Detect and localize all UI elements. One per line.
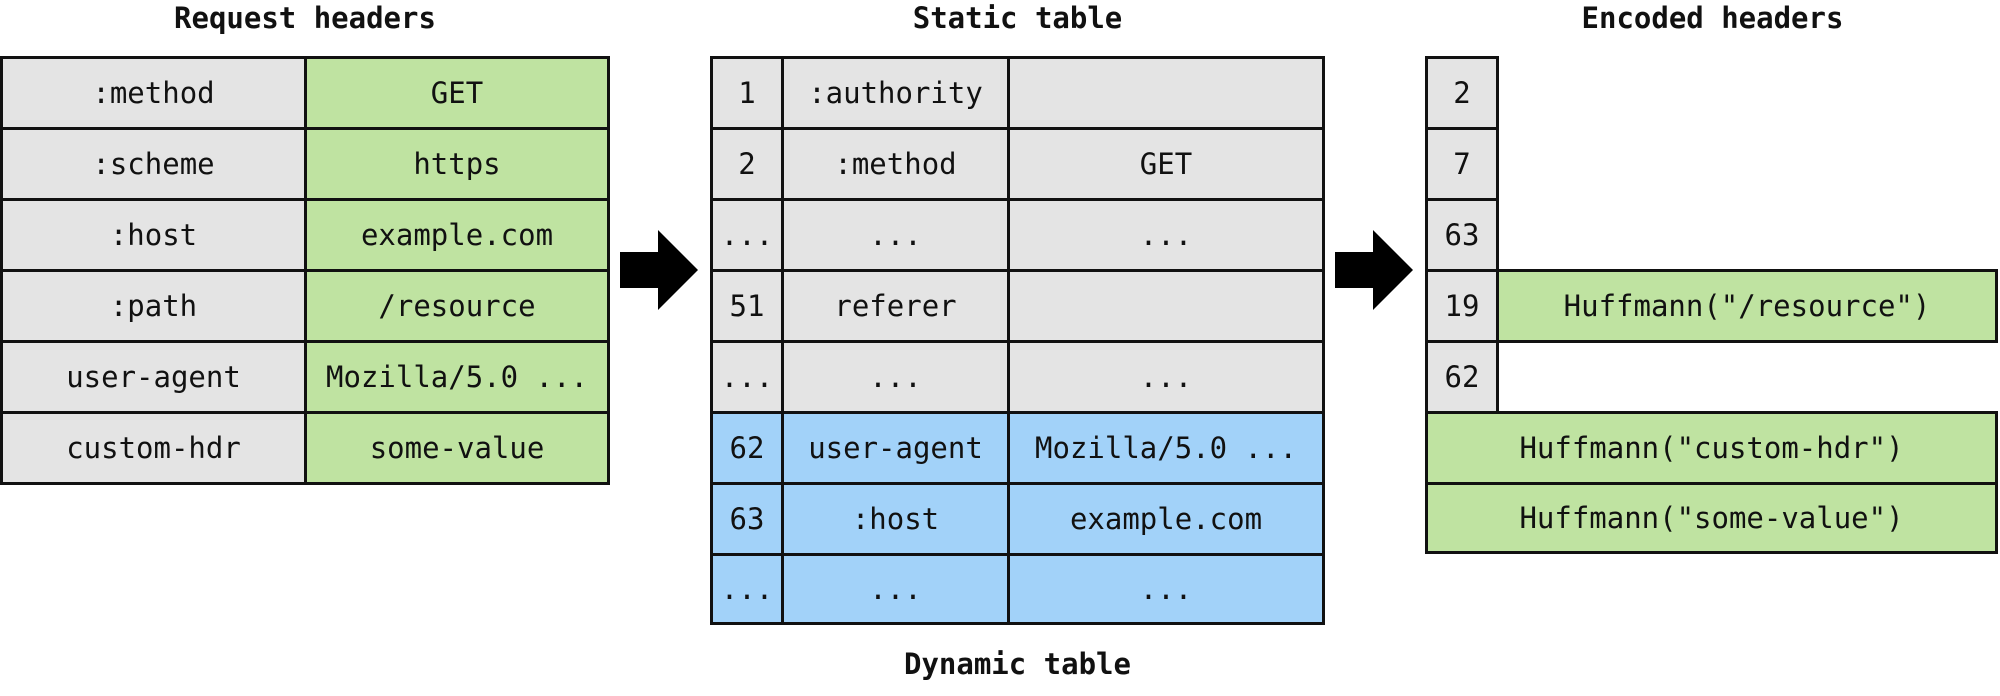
dynamic-table-value: example.com: [1007, 482, 1325, 556]
static-table-name: ...: [781, 198, 1010, 272]
static-table-value: GET: [1007, 127, 1325, 201]
encoded-index: 2: [1425, 56, 1499, 130]
request-header-value: /resource: [304, 269, 610, 343]
dynamic-table-name: :host: [781, 482, 1010, 556]
request-headers-title: Request headers: [174, 1, 436, 35]
request-header-value: some-value: [304, 411, 610, 485]
static-table-value: ...: [1007, 198, 1325, 272]
static-table-value: [1007, 56, 1325, 130]
static-table-name: :authority: [781, 56, 1010, 130]
dynamic-table-title: Dynamic table: [904, 647, 1131, 681]
dynamic-table-index: 62: [710, 411, 784, 485]
encoded-headers-title: Encoded headers: [1581, 1, 1844, 35]
static-table-value: [1007, 269, 1325, 343]
dynamic-table-name: ...: [781, 553, 1010, 625]
request-header-name: custom-hdr: [0, 411, 307, 485]
encoded-huffman-custom-value: Huffmann("some-value"): [1425, 482, 1998, 554]
request-header-name: :method: [0, 56, 307, 130]
request-header-value: GET: [304, 56, 610, 130]
dynamic-table-index: ...: [710, 553, 784, 625]
dynamic-table-value: Mozilla/5.0 ...: [1007, 411, 1325, 485]
request-header-value: Mozilla/5.0 ...: [304, 340, 610, 414]
static-table-title: Static table: [912, 1, 1123, 35]
encoded-huffman-custom-name: Huffmann("custom-hdr"): [1425, 411, 1998, 485]
request-header-name: :path: [0, 269, 307, 343]
static-table-index: 1: [710, 56, 784, 130]
static-table-name: ...: [781, 340, 1010, 414]
static-table-value: ...: [1007, 340, 1325, 414]
encoded-index: 7: [1425, 127, 1499, 201]
encoded-index: 19: [1425, 269, 1499, 343]
encoded-index: 62: [1425, 340, 1499, 414]
static-table-name: :method: [781, 127, 1010, 201]
static-table-name: referer: [781, 269, 1010, 343]
static-table-index: 2: [710, 127, 784, 201]
dynamic-table-index: 63: [710, 482, 784, 556]
static-table-index: 51: [710, 269, 784, 343]
static-table-index: ...: [710, 198, 784, 272]
request-header-name: :host: [0, 198, 307, 272]
encoded-index: 63: [1425, 198, 1499, 272]
request-header-value: example.com: [304, 198, 610, 272]
request-header-name: :scheme: [0, 127, 307, 201]
static-table-index: ...: [710, 340, 784, 414]
right-arrow-icon: [1335, 230, 1413, 310]
encoded-huffman-path: Huffmann("/resource"): [1496, 269, 1998, 343]
dynamic-table-value: ...: [1007, 553, 1325, 625]
right-arrow-icon: [620, 230, 698, 310]
dynamic-table-name: user-agent: [781, 411, 1010, 485]
request-header-value: https: [304, 127, 610, 201]
request-header-name: user-agent: [0, 340, 307, 414]
